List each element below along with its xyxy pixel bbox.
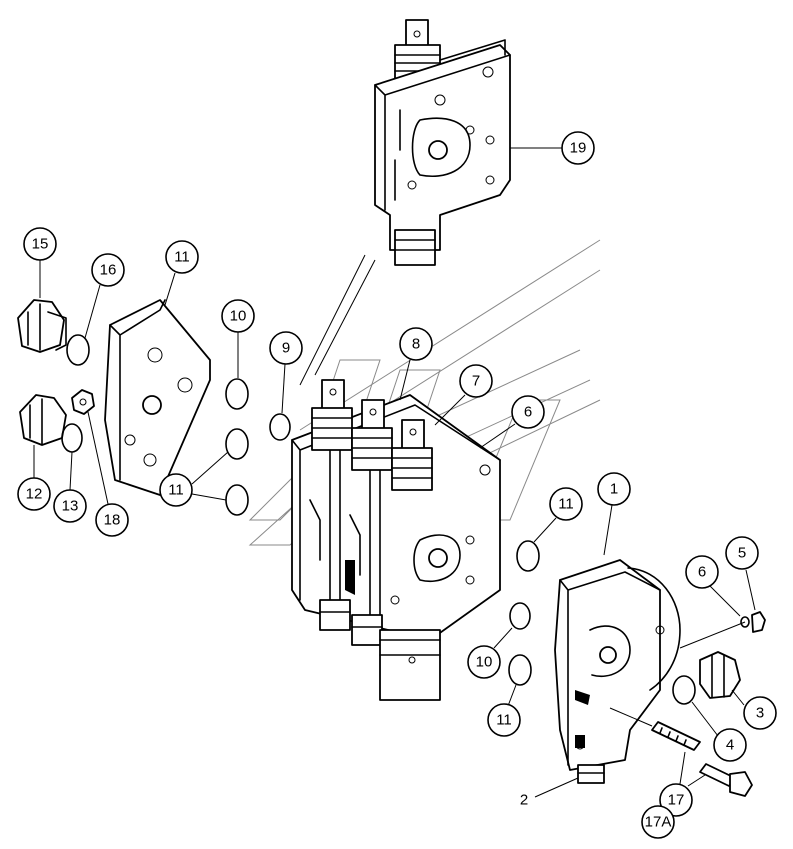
svg-text:7: 7	[472, 373, 480, 390]
svg-text:19: 19	[570, 140, 587, 157]
svg-text:17A: 17A	[645, 814, 672, 831]
outlet-end-cover	[554, 559, 681, 784]
callout-11-middle[interactable]: 11	[159, 451, 229, 507]
callout-17a[interactable]: 17A	[641, 805, 675, 839]
svg-text:5: 5	[738, 545, 746, 562]
svg-text:8: 8	[412, 336, 420, 353]
callout-17[interactable]: 17	[659, 751, 706, 817]
inlet-end-plate	[104, 299, 211, 496]
o-ring-11-middle	[225, 428, 249, 460]
svg-text:16: 16	[100, 262, 117, 279]
cap-screw	[699, 763, 753, 797]
lower-o-ring	[61, 423, 83, 453]
callout-14[interactable]: 13	[53, 451, 87, 523]
upper-plug	[17, 299, 67, 353]
svg-text:4: 4	[726, 737, 734, 754]
callout-11-right-lower[interactable]: 11	[487, 684, 521, 737]
lower-plug	[19, 394, 67, 446]
small-plug	[751, 611, 766, 633]
side-plug	[699, 651, 741, 699]
callout-11-right-upper[interactable]: 11	[533, 487, 583, 543]
callout-9[interactable]: 8	[399, 327, 433, 401]
svg-text:11: 11	[174, 249, 190, 266]
svg-text:11: 11	[496, 712, 512, 729]
valve-stack	[291, 379, 501, 701]
stud-guide-line	[609, 707, 653, 727]
svg-text:6: 6	[524, 404, 532, 421]
callout-18[interactable]: 18	[87, 411, 129, 537]
o-ring-10-upper	[269, 413, 291, 441]
o-ring-11-right-lower	[508, 654, 532, 686]
callout-2[interactable]: 2	[520, 777, 579, 809]
o-ring-10-right	[509, 602, 531, 630]
svg-text:10: 10	[230, 308, 247, 325]
callout-19[interactable]: 19	[510, 131, 595, 165]
svg-text:11: 11	[558, 496, 574, 513]
callout-7[interactable]: 6	[479, 395, 545, 449]
assembly-guide-lines	[299, 254, 376, 386]
svg-text:1: 1	[610, 481, 618, 498]
lock-nut	[71, 389, 95, 415]
callout-11-upper[interactable]: 10	[221, 299, 255, 378]
svg-text:11: 11	[168, 482, 184, 499]
upper-o-ring	[66, 334, 90, 366]
callout-3[interactable]: 3	[731, 689, 777, 730]
svg-text:2: 2	[520, 792, 528, 809]
svg-text:12: 12	[26, 486, 43, 503]
svg-text:3: 3	[756, 705, 764, 722]
svg-text:6: 6	[698, 564, 706, 581]
svg-text:17: 17	[668, 792, 685, 809]
o-ring-11-lower	[225, 484, 249, 516]
svg-text:9: 9	[282, 340, 290, 357]
callout-6[interactable]: 6	[685, 555, 741, 617]
o-ring-11-upper	[225, 378, 249, 410]
callout-15[interactable]: 15	[23, 227, 57, 298]
check-ball	[740, 616, 750, 628]
side-o-ring	[672, 675, 696, 705]
svg-text:13: 13	[62, 498, 79, 515]
callout-16[interactable]: 16	[84, 253, 125, 339]
callout-10-upper[interactable]: 9	[269, 331, 303, 414]
callout-10-right[interactable]: 10	[467, 627, 513, 679]
callout-4[interactable]: 4	[691, 701, 747, 762]
o-ring-11-right-upper	[516, 540, 540, 572]
callout-13[interactable]: 12	[17, 445, 51, 511]
svg-text:10: 10	[476, 654, 493, 671]
svg-text:18: 18	[104, 512, 121, 529]
callout-5[interactable]: 5	[725, 536, 759, 611]
svg-text:15: 15	[32, 236, 49, 253]
callout-1[interactable]: 1	[597, 472, 631, 556]
callout-8[interactable]: 7	[434, 364, 493, 426]
tie-rod-stud	[651, 721, 701, 751]
ball-guide-line	[679, 621, 746, 649]
callout-12[interactable]: 11	[164, 240, 199, 306]
valve-section-top	[374, 19, 511, 266]
